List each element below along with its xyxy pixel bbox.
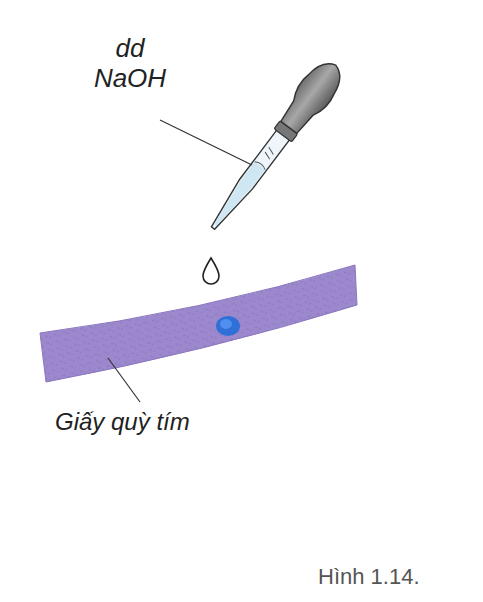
blue-spot [216, 316, 240, 336]
figure-caption: Hình 1.14. [318, 564, 468, 589]
leader-line [160, 120, 252, 165]
leader-line [108, 358, 140, 402]
drop [203, 258, 219, 284]
litmus-paper [40, 265, 357, 382]
dropper [199, 55, 349, 239]
paper-label: Giấy quỳ tím [55, 408, 275, 436]
reagent-label: dd NaOH [82, 34, 178, 94]
